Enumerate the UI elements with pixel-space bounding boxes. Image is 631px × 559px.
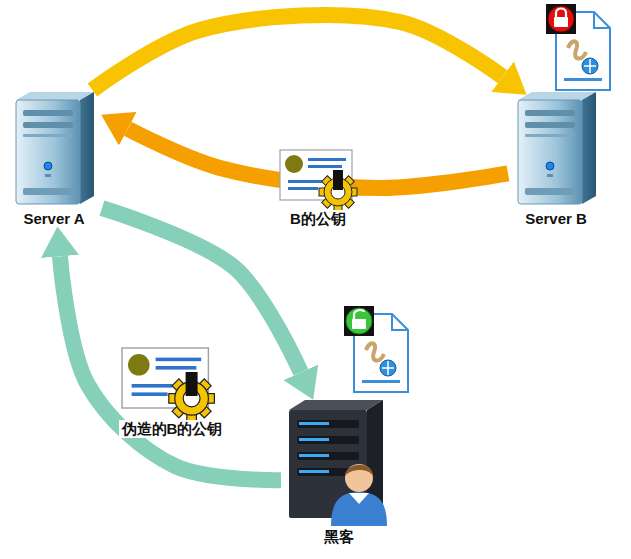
flow-arrow (60, 256, 281, 480)
node-label: 黑客 (281, 526, 397, 549)
node-label: Server B (508, 208, 604, 229)
forged-key-certificate (122, 348, 214, 421)
server-node: Server A (6, 90, 102, 229)
hacker-icon (283, 396, 395, 526)
edge-label: 伪造的B的公钥 (119, 420, 226, 438)
locked-document (546, 4, 610, 90)
node-label: Server A (6, 208, 102, 229)
server-icon (510, 90, 602, 208)
public-key-certificate (280, 150, 357, 211)
flow-arrow (92, 15, 502, 90)
hacker-node: 黑客 (281, 396, 397, 549)
unlocked-document (344, 306, 408, 392)
server-icon (8, 90, 100, 208)
edge-label: B的公钥 (287, 210, 349, 228)
server-node: Server B (508, 90, 604, 229)
